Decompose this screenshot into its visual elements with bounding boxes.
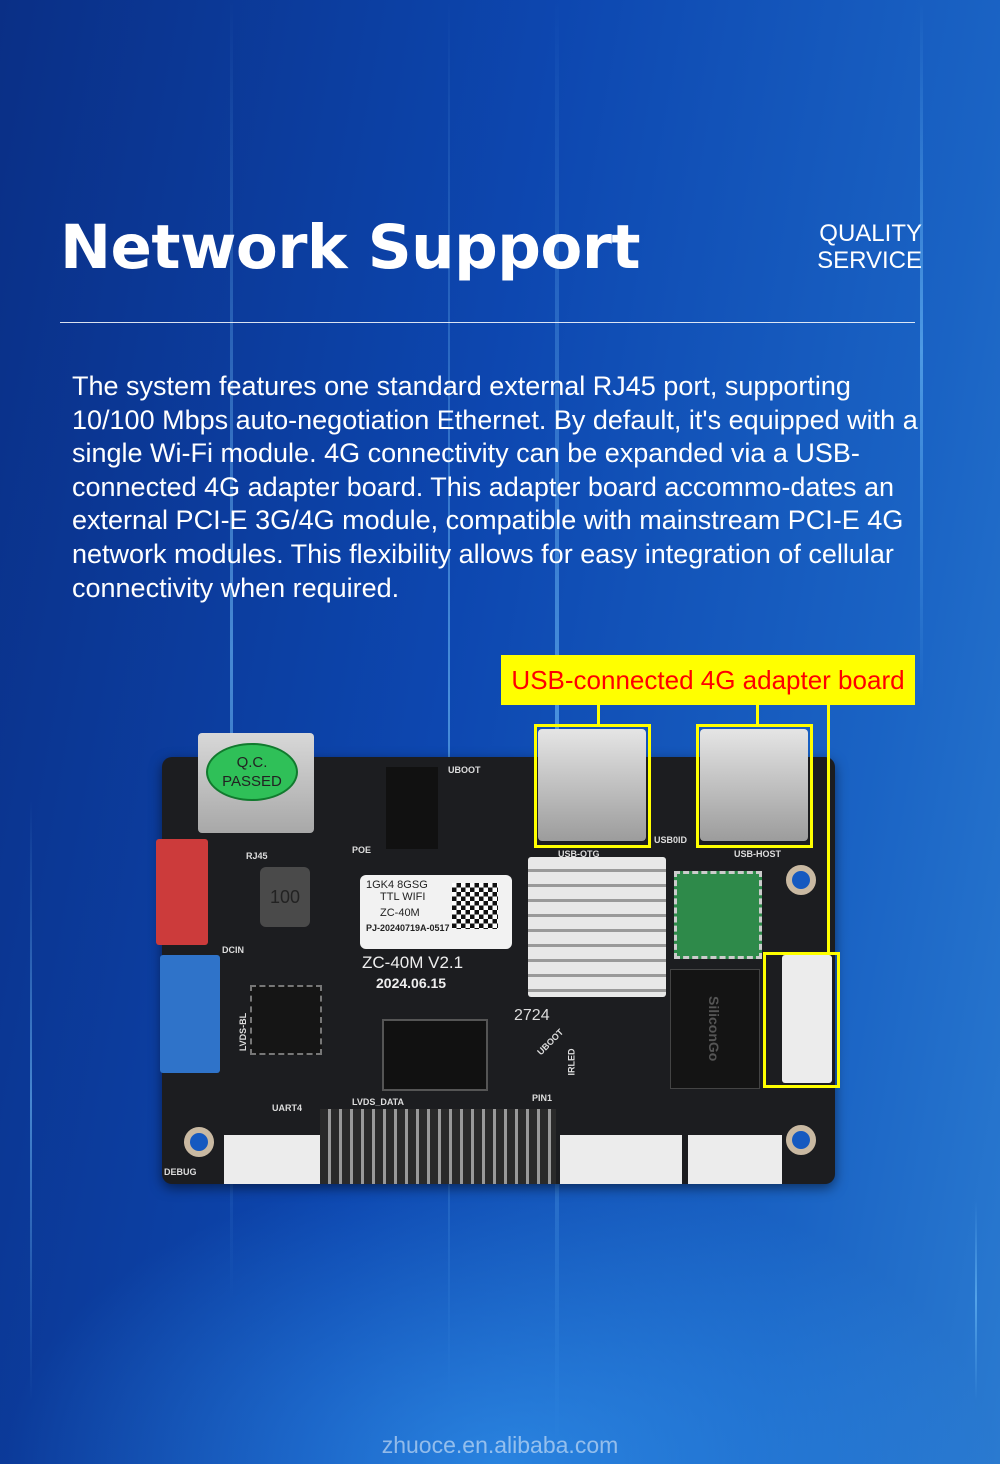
divider xyxy=(60,322,915,323)
silk-uart4: UART4 xyxy=(272,1103,303,1113)
silk-lvds-bl: LVDS-BL xyxy=(238,1012,249,1052)
inductor: 100 xyxy=(260,867,310,927)
silk-uboot: UBOOT xyxy=(535,1026,566,1058)
silk-poe: POE xyxy=(352,845,372,855)
board-image: Q.C. PASSED RJ45 DCIN LVDS-BL 100 POE UB… xyxy=(156,729,835,1184)
board-model: ZC-40M V2.1 xyxy=(362,953,464,972)
bottom-connector xyxy=(688,1135,782,1184)
silk-rj45: RJ45 xyxy=(246,851,268,861)
silk-pin1: PIN1 xyxy=(532,1093,553,1103)
tagline-line1: QUALITY xyxy=(819,220,922,247)
mounting-hole xyxy=(786,1125,816,1155)
callout-label: USB-connected 4G adapter board xyxy=(501,655,915,705)
background-glow xyxy=(0,1164,1000,1464)
wifi-module xyxy=(674,871,762,959)
callout-line xyxy=(756,705,759,725)
silk-debug: DEBUG xyxy=(164,1167,197,1177)
sticker-line2: TTL WIFI xyxy=(380,891,426,903)
product-sticker: 1GK4 8GSG TTL WIFI ZC-40M PJ-20240719A-0… xyxy=(360,875,512,949)
flash-chip: SiliconGo xyxy=(670,969,760,1089)
silk-dcin: DCIN xyxy=(222,945,244,955)
sticker-line1: 1GK4 8GSG xyxy=(366,879,428,891)
silk-irled: IRLED xyxy=(566,1048,577,1076)
rj45-port: Q.C. PASSED xyxy=(198,733,314,833)
adapter-connector xyxy=(782,955,832,1083)
mounting-hole xyxy=(786,865,816,895)
silk-usb-host: USB-HOST xyxy=(734,849,781,859)
ethernet-transformer xyxy=(386,767,438,849)
description: The system features one standard externa… xyxy=(72,371,918,603)
qc-passed-sticker: Q.C. PASSED xyxy=(206,743,298,801)
watermark: zhuoce.en.alibaba.com xyxy=(381,1432,619,1458)
heatsink xyxy=(528,857,666,997)
silk-usb0id: USB0ID xyxy=(654,835,688,845)
board-date: 2024.06.15 xyxy=(376,975,447,991)
sticker-line4: PJ-20240719A-0517 xyxy=(366,923,450,933)
board-counter: 2724 xyxy=(514,1007,550,1024)
highlight-adapter-connector xyxy=(763,952,840,1088)
processor-chip xyxy=(250,985,322,1055)
silk-lvds-data: LVDS_DATA xyxy=(352,1097,405,1107)
usb-host-port xyxy=(700,729,808,841)
bottom-connector xyxy=(560,1135,682,1184)
memory-chip xyxy=(382,1019,488,1091)
page-title: Network Support xyxy=(60,212,641,283)
tagline-line2: SERVICE xyxy=(817,247,922,274)
silk-boot: UBOOT xyxy=(448,765,481,775)
silk-usb-otg: USB-OTG xyxy=(558,849,600,859)
qc-line2: PASSED xyxy=(222,773,282,790)
qc-line1: Q.C. xyxy=(236,754,268,771)
sticker-line3: ZC-40M xyxy=(380,907,420,919)
lvds-bl-connector xyxy=(160,955,220,1073)
qr-code-icon xyxy=(452,883,498,929)
highlight-usb-host xyxy=(696,724,813,848)
mounting-hole xyxy=(184,1127,214,1157)
lvds-data-header xyxy=(320,1109,556,1184)
uart4-connector xyxy=(224,1135,320,1184)
highlight-usb-otg xyxy=(534,724,651,848)
usb-otg-port xyxy=(538,729,646,841)
callout-line xyxy=(827,705,830,953)
callout-line xyxy=(597,705,600,725)
tagline: QUALITY SERVICE xyxy=(817,220,922,274)
dcin-connector xyxy=(156,839,208,945)
